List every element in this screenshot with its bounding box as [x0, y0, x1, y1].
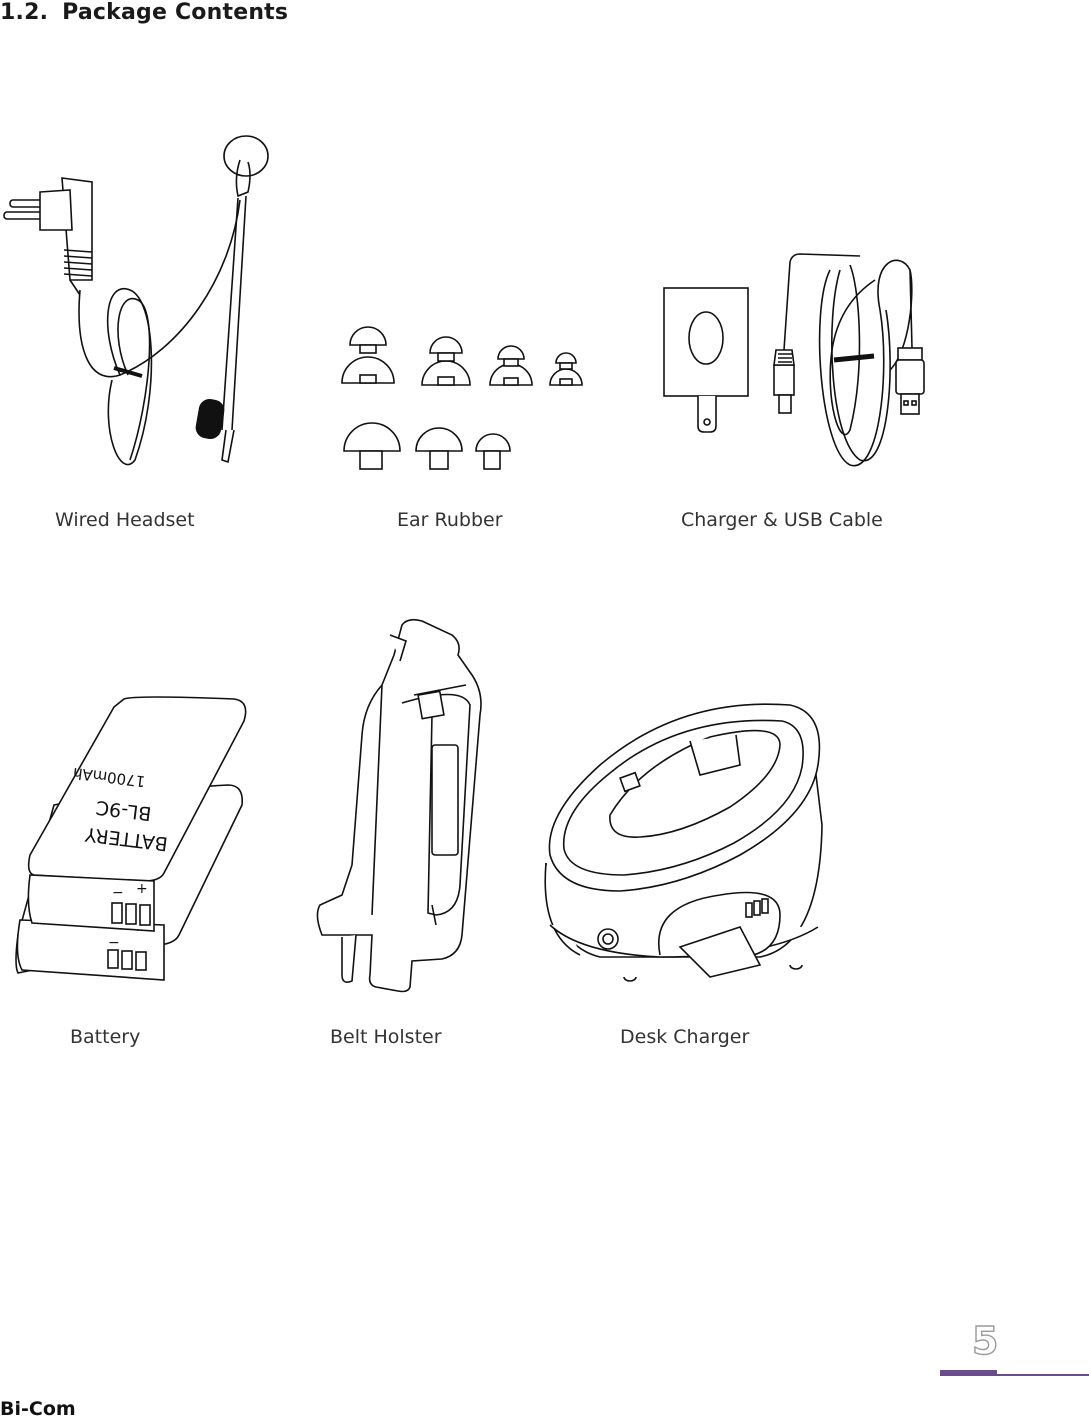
- page-number: 5: [971, 1319, 999, 1363]
- wired-headset-illustration: [0, 130, 280, 480]
- section-heading: 1.2. Package Contents: [0, 0, 288, 25]
- item-label-wired-headset: Wired Headset: [55, 509, 195, 531]
- battery-minus-lower: −: [108, 935, 120, 951]
- battery-plus-upper: +: [136, 881, 148, 897]
- footer-rule: [997, 1374, 1089, 1376]
- footer-brand: Bi-Com: [0, 1398, 76, 1420]
- item-label-desk-charger: Desk Charger: [620, 1026, 750, 1048]
- section-number: 1.2.: [0, 0, 49, 25]
- ear-rubber-illustration: [338, 325, 588, 475]
- section-title: Package Contents: [62, 0, 289, 25]
- desk-charger-illustration: [540, 695, 830, 990]
- item-label-battery: Battery: [70, 1026, 141, 1048]
- footer-accent-bar: [940, 1370, 997, 1376]
- item-label-ear-rubber: Ear Rubber: [397, 509, 503, 531]
- battery-illustration: − + − + BATTERY BL-9C 1700mAh: [14, 695, 254, 995]
- belt-holster-illustration: [312, 615, 502, 995]
- item-label-charger-usb-cable: Charger & USB Cable: [681, 509, 883, 531]
- item-label-belt-holster: Belt Holster: [330, 1026, 442, 1048]
- charger-usb-cable-illustration: [660, 250, 940, 475]
- battery-minus-upper: −: [112, 885, 124, 901]
